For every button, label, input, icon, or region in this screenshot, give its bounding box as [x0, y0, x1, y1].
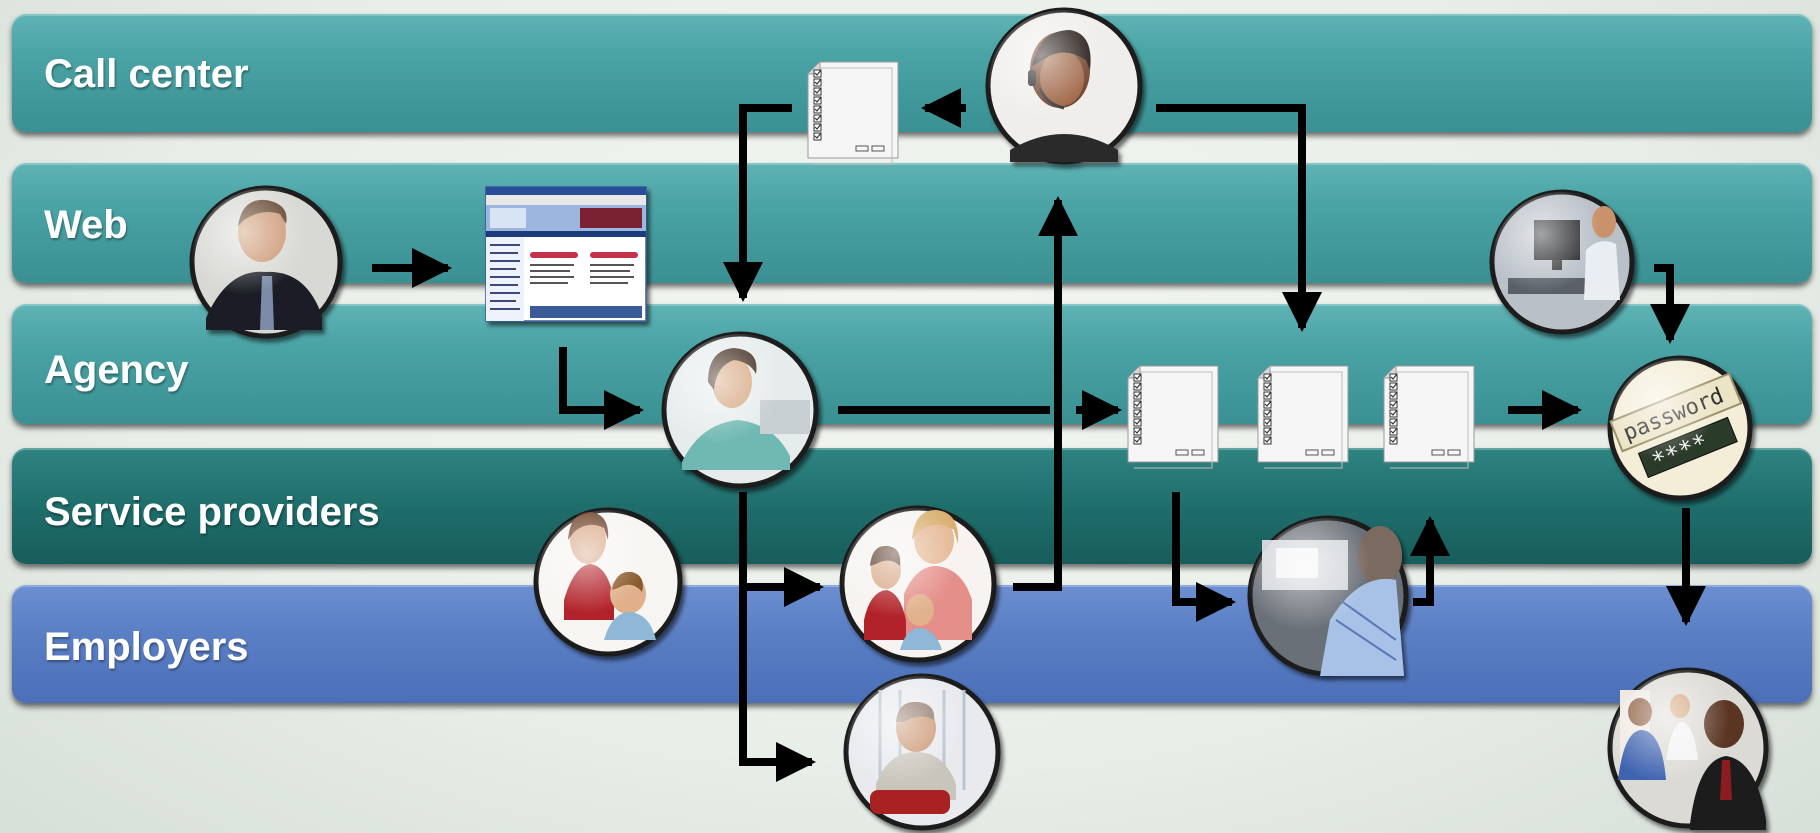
- website-screenshot: [485, 186, 647, 322]
- meeting-photo: [1247, 515, 1409, 677]
- agency-checklist-form-1: [1127, 365, 1219, 469]
- flow-arrows: [372, 88, 1706, 782]
- computer-user-photo: [1489, 189, 1635, 335]
- lane-label-agency: Agency: [44, 348, 189, 392]
- agency-checklist-form-2: [1257, 365, 1349, 469]
- call-center-agent-photo: [985, 7, 1143, 165]
- agency-worker-photo: [661, 331, 819, 489]
- employers-group-photo: [1607, 667, 1769, 830]
- arrow-form-to-agency: [723, 104, 792, 302]
- arrow-meeting-to-docs: [1410, 516, 1450, 606]
- employer-photo: [843, 673, 1001, 831]
- callcenter-checklist-form: [807, 61, 899, 165]
- lane-label-employers: Employers: [44, 625, 249, 669]
- arrow-website-to-agency: [559, 347, 644, 430]
- lane-call-center: Call center: [12, 14, 1812, 132]
- arrow-callcenter-to-docs: [1156, 104, 1322, 332]
- arrow-provider-to-callcenter: [1013, 196, 1078, 591]
- lane-label-service-providers: Service providers: [44, 490, 380, 534]
- password-photo: password ****: [1607, 355, 1753, 501]
- lane-label-web: Web: [44, 203, 128, 247]
- service-provider-family-photo: [533, 507, 683, 657]
- arrow-agency-to-employer: [739, 492, 816, 782]
- arrow-computer-to-password: [1650, 264, 1690, 344]
- arrow-docs-to-meeting: [1172, 492, 1236, 622]
- web-user-photo: [189, 185, 343, 339]
- lane-label-call-center: Call center: [44, 52, 249, 96]
- service-provider-mother-photo: [839, 505, 997, 663]
- agency-checklist-form-3: [1383, 365, 1475, 469]
